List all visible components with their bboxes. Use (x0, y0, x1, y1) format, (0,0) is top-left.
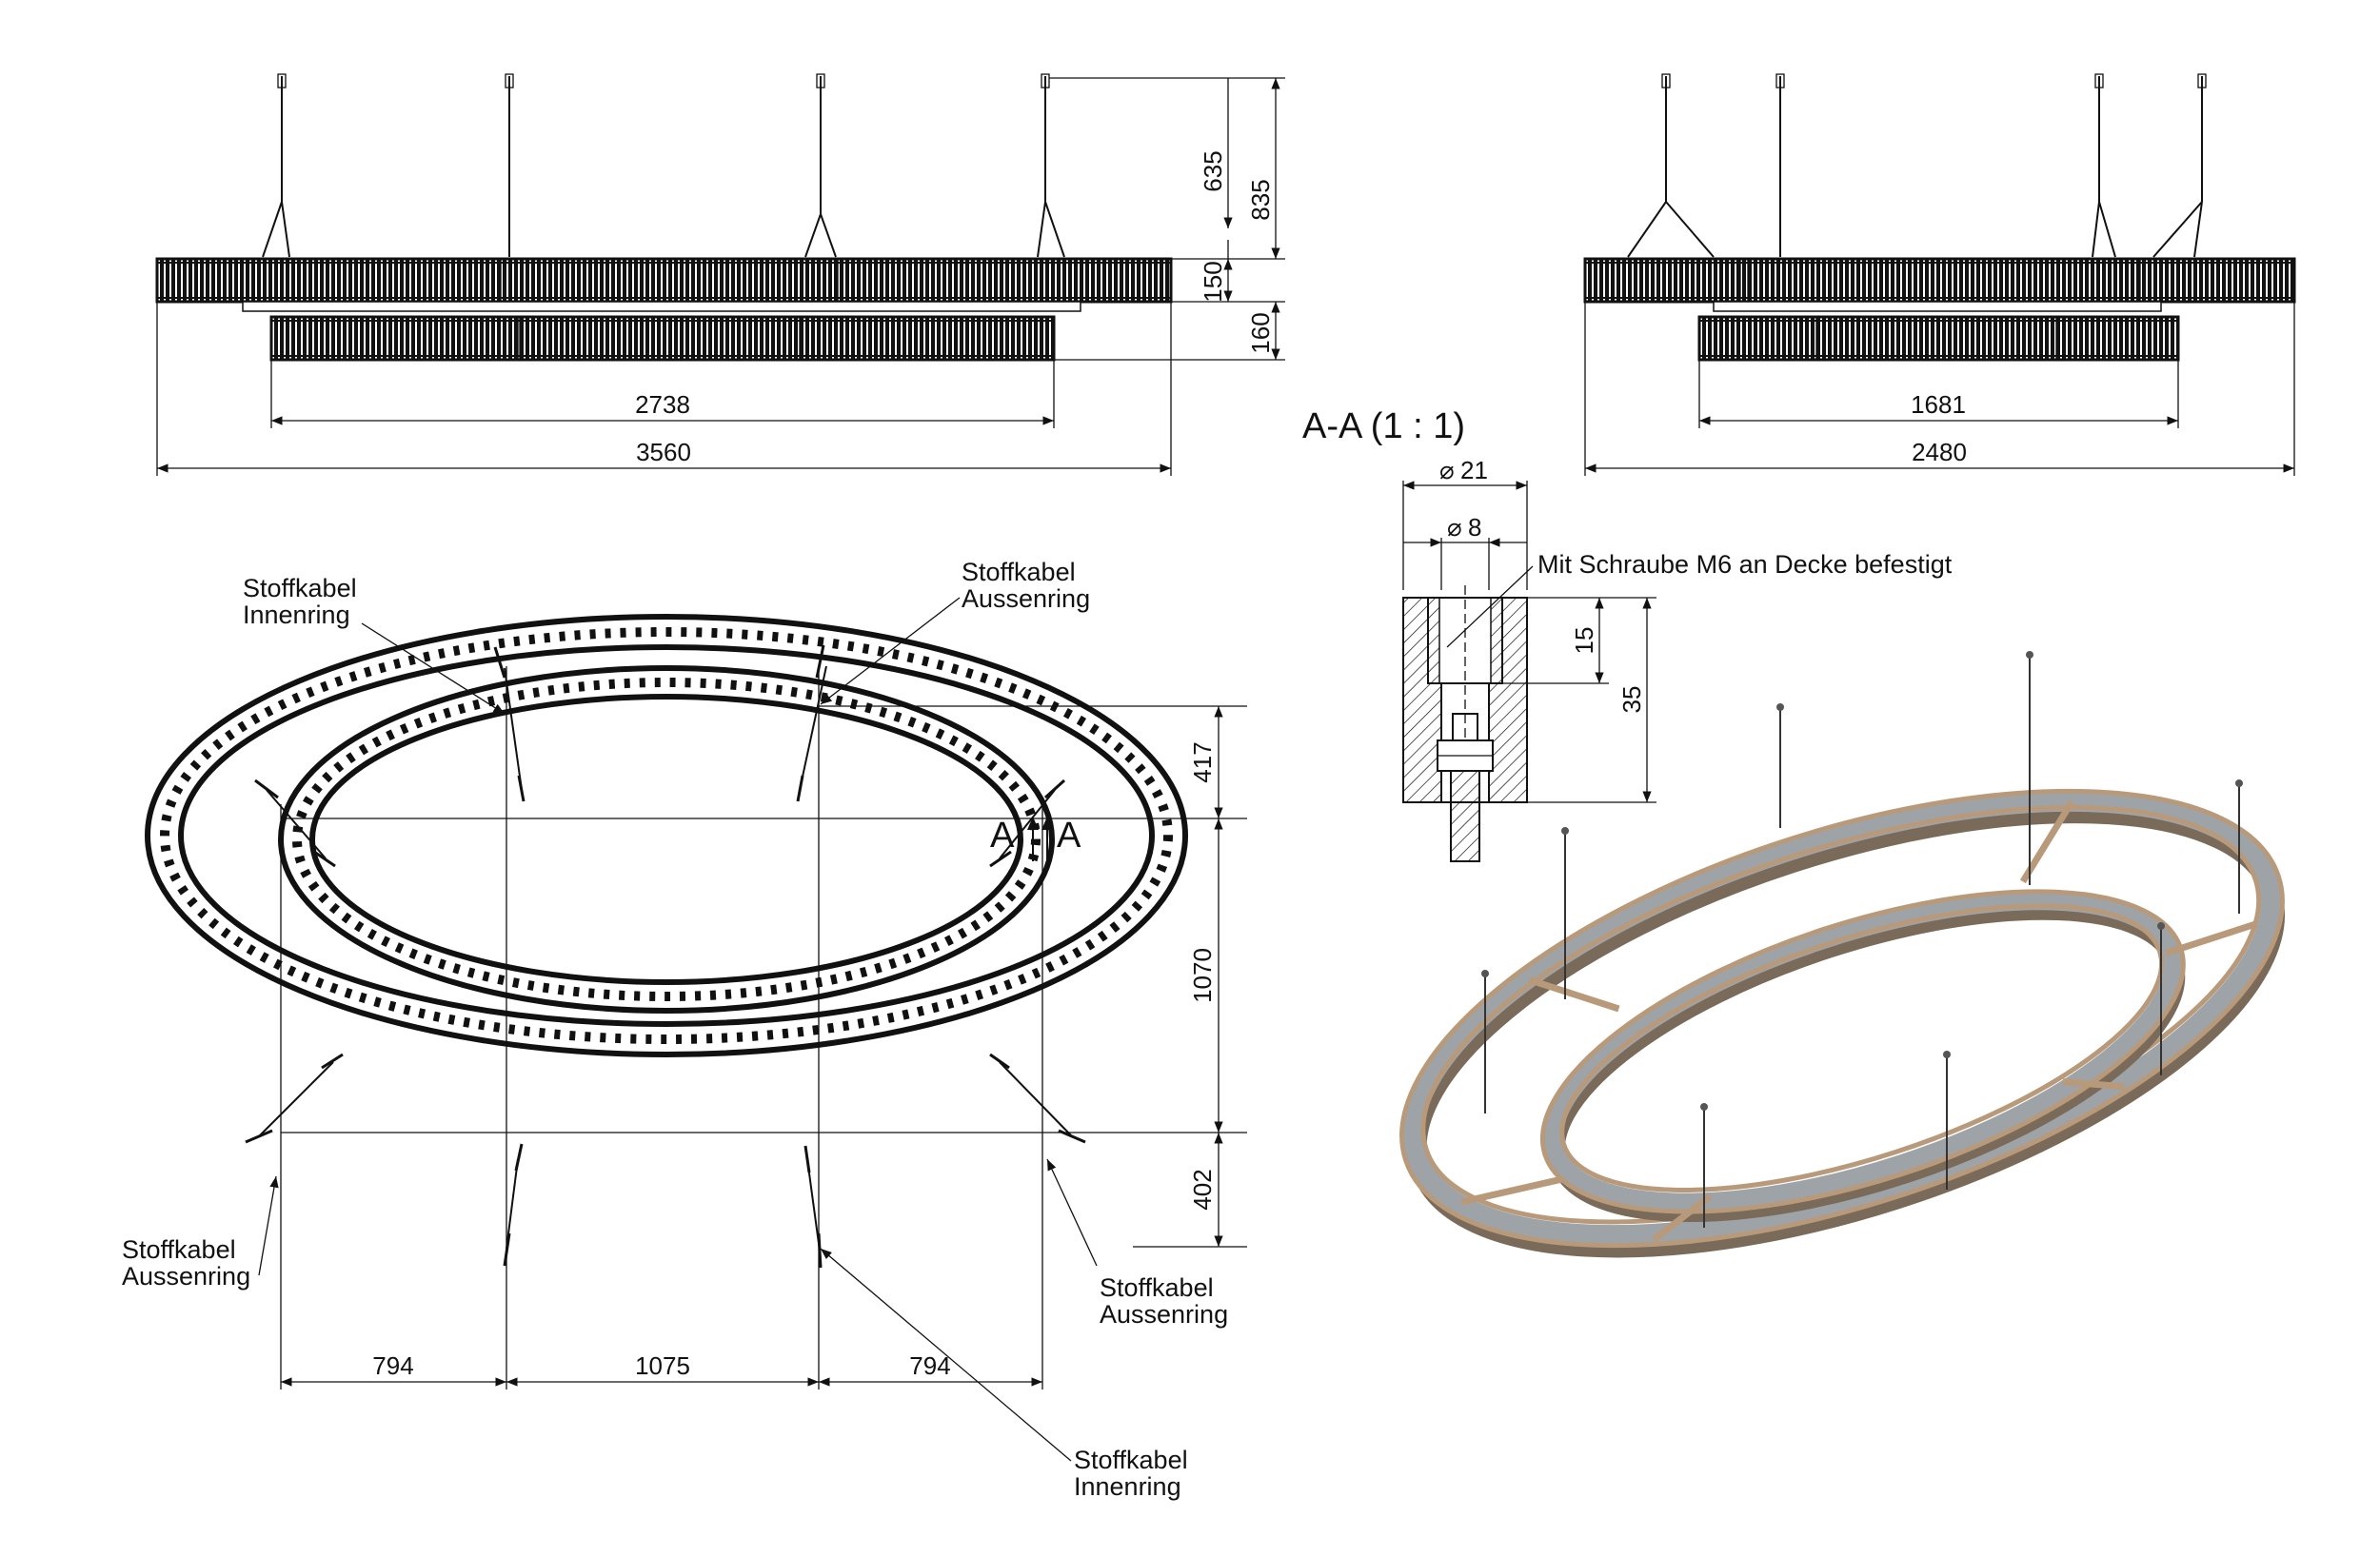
outer-ring-elevation (155, 257, 1173, 304)
dim-dia-21: 21 (1460, 456, 1488, 484)
dim-1070: 1070 (1188, 948, 1217, 1003)
dim-35: 35 (1617, 686, 1646, 714)
dim-794-left: 794 (372, 1351, 413, 1380)
section-marker: A A (990, 816, 1081, 861)
dim-835: 835 (1246, 179, 1275, 220)
dim-3560: 3560 (636, 438, 691, 466)
screw-leader (1446, 565, 1534, 648)
front-view: 635 835 150 160 2738 3560 (155, 73, 1285, 476)
dim-2480: 2480 (1912, 438, 1967, 466)
side-view: 1681 2480 (1583, 73, 2296, 476)
iso-cables (1484, 657, 2240, 1228)
dim-2738: 2738 (635, 390, 690, 419)
label-outer-br-line1: Stoffkabel (1100, 1273, 1214, 1302)
outer-ring-side (1583, 257, 2296, 304)
section-marker-left: A (990, 816, 1015, 856)
label-outer-tr-line1: Stoffkabel (962, 558, 1076, 586)
section-view: A-A (1 : 1) ⌀ 21 ⌀ 8 Mit Schraube M6 an … (1302, 406, 1953, 862)
ring-joints (245, 644, 1086, 1269)
outer-ring-plan (145, 614, 1188, 1057)
dim-160: 160 (1246, 312, 1275, 353)
suspension-cables (262, 73, 1065, 258)
dim-150: 150 (1199, 261, 1227, 302)
dim-635: 635 (1199, 150, 1227, 191)
dim-417: 417 (1188, 741, 1217, 782)
dim-1681: 1681 (1911, 390, 1966, 419)
inner-ring-side (1697, 315, 2180, 362)
dim-15: 15 (1570, 627, 1598, 655)
label-outer-bl-line2: Aussenring (122, 1262, 250, 1291)
isometric-render (1399, 651, 2285, 1258)
label-inner-br-line2: Innenring (1074, 1472, 1181, 1501)
dim-dia-8: 8 (1468, 513, 1481, 542)
dim-402: 402 (1188, 1169, 1217, 1210)
section-title: A-A (1 : 1) (1302, 406, 1465, 446)
inner-ring-elevation (269, 315, 1056, 362)
diameter-symbol-8: ⌀ (1447, 513, 1462, 542)
construction-lines (280, 666, 1247, 1389)
label-inner-tl-line1: Stoffkabel (243, 574, 357, 602)
label-outer-bl-line1: Stoffkabel (122, 1235, 236, 1264)
callout-leaders (258, 597, 1098, 1462)
dim-794-right: 794 (909, 1351, 950, 1380)
support-arms (258, 665, 1073, 1252)
inner-ring-plan (278, 665, 1055, 1014)
label-inner-br-line1: Stoffkabel (1074, 1446, 1188, 1474)
dim-1075: 1075 (635, 1351, 690, 1380)
screw-note: Mit Schraube M6 an Decke befestigt (1537, 550, 1953, 579)
label-outer-tr-line2: Aussenring (962, 584, 1090, 613)
label-outer-br-line2: Aussenring (1100, 1300, 1228, 1329)
section-marker-right: A (1057, 816, 1081, 856)
label-inner-tl-line2: Innenring (243, 601, 350, 629)
side-suspension-cables (1627, 73, 2207, 258)
diameter-symbol-21: ⌀ (1439, 456, 1455, 484)
plan-view: A A 417 1070 402 794 1075 794 St (122, 558, 1247, 1501)
